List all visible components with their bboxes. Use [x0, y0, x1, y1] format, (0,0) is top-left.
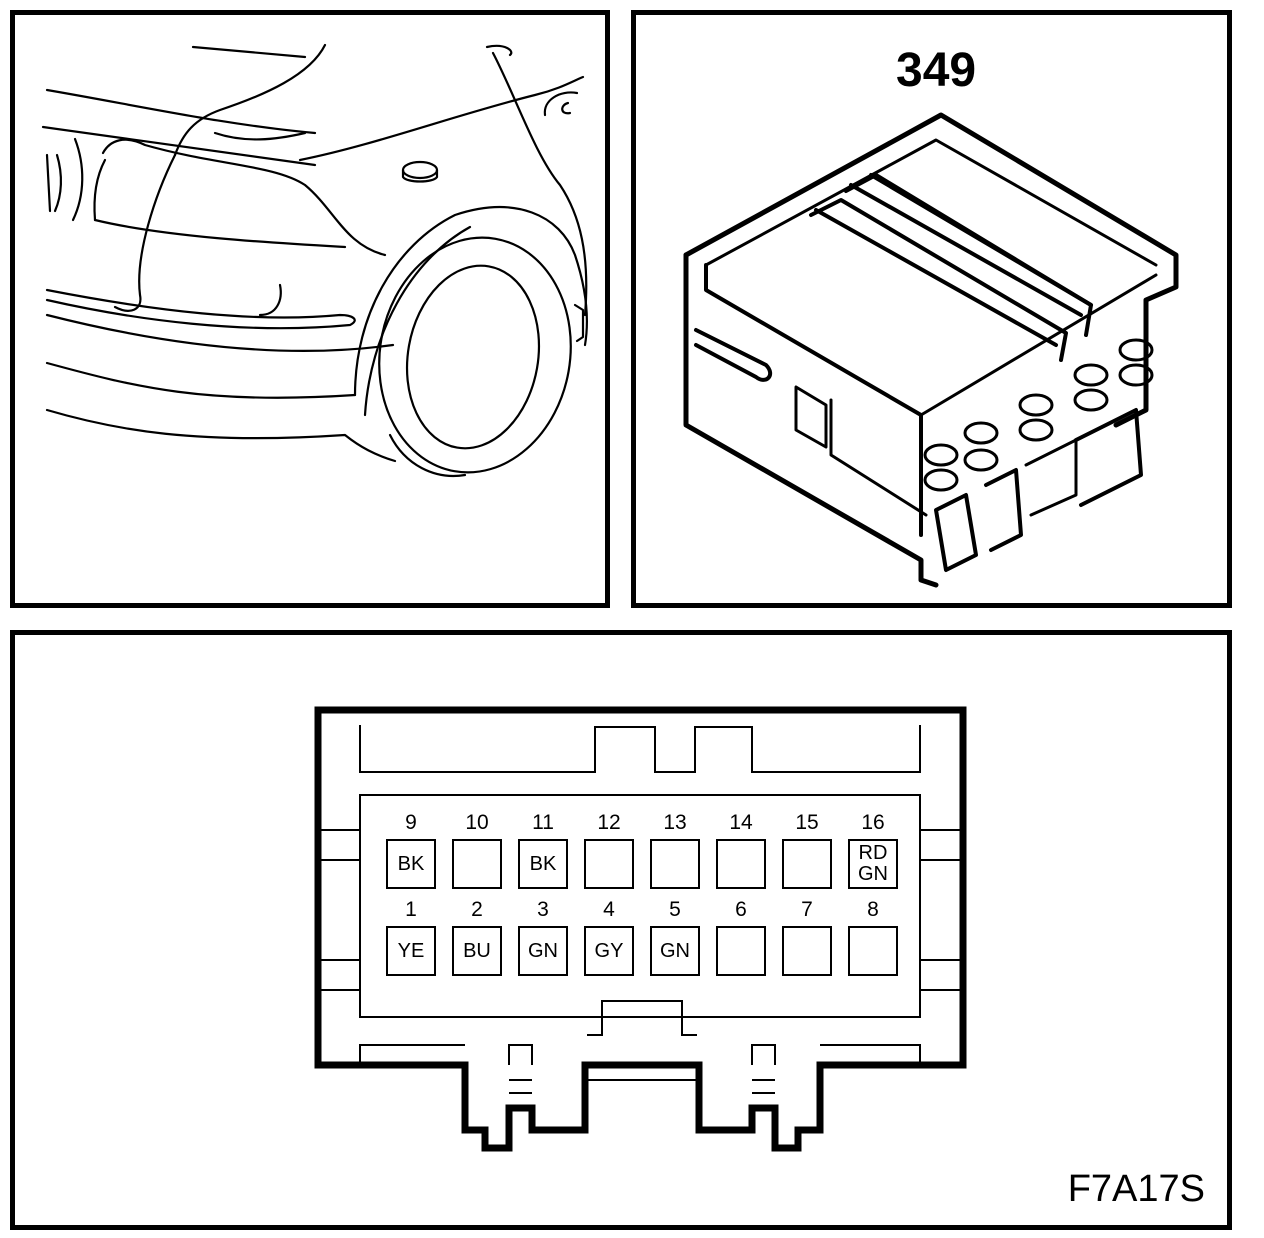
pin-number-12: 12: [597, 811, 621, 834]
pin-number-4: 4: [603, 898, 615, 921]
figure-code: F7A17S: [1067, 1168, 1205, 1210]
car-location-panel: [10, 10, 610, 608]
pin-number-13: 13: [663, 811, 687, 834]
wire-color-code: GN: [858, 863, 888, 885]
pin-boxes: [386, 839, 898, 976]
pin-number-7: 7: [801, 898, 813, 921]
pin-number-11: 11: [532, 811, 554, 834]
pin-number-10: 10: [465, 811, 489, 834]
pin-2-wire-color: BU: [453, 927, 501, 975]
wire-color-code: GN: [528, 939, 558, 962]
wire-color-code: BK: [397, 852, 425, 875]
pin-9-wire-color: BK: [387, 840, 435, 888]
pin-5-wire-color: GN: [651, 927, 699, 975]
pin-16-wire-color: RD GN: [849, 840, 897, 888]
pin-number-3: 3: [537, 898, 549, 921]
connector-number: 349: [896, 44, 977, 97]
pin-number-14: 14: [729, 811, 753, 834]
pin-1-wire-color: YE: [387, 927, 435, 975]
car-rear-illustration: [41, 43, 589, 478]
pin-number-5: 5: [669, 898, 681, 921]
connector-3d-illustration: [683, 112, 1179, 588]
pin-number-15: 15: [795, 811, 819, 834]
wire-color-code: RD: [858, 842, 888, 864]
pin-number-8: 8: [867, 898, 879, 921]
wire-color-code: BU: [463, 939, 491, 962]
connector-3d-panel: 349: [631, 10, 1232, 608]
pin-number-1: 1: [405, 898, 417, 921]
wire-color-code: BK: [529, 852, 557, 875]
wire-color-code: GN: [660, 939, 690, 962]
pin-number-9: 9: [405, 811, 417, 834]
pin-11-wire-color: BK: [519, 840, 567, 888]
pin-number-6: 6: [735, 898, 747, 921]
pin-number-2: 2: [471, 898, 483, 921]
pin-4-wire-color: GY: [585, 927, 633, 975]
connector-face-panel: 9 10 11 12 13 14 15 16 BK BK RD GN 1 2 3…: [10, 630, 1232, 1230]
wire-color-code: GY: [594, 939, 624, 962]
connector-face-outline: [314, 706, 967, 1152]
wire-color-code: YE: [397, 939, 425, 962]
pin-3-wire-color: GN: [519, 927, 567, 975]
pin-number-16: 16: [861, 811, 885, 834]
